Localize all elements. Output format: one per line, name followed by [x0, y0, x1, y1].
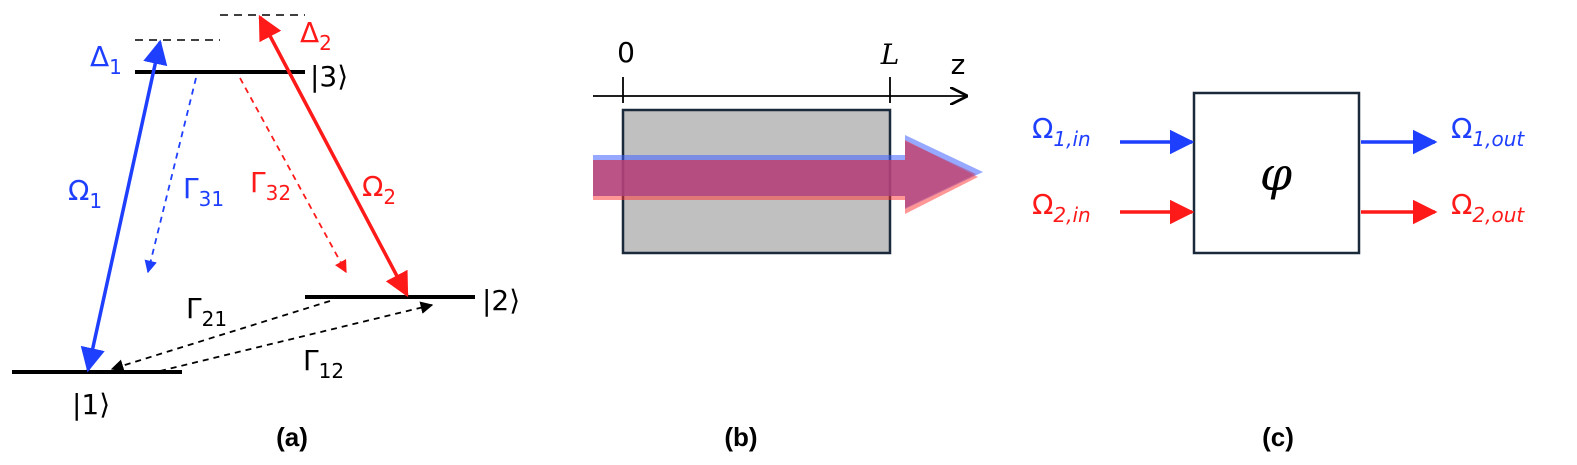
axis-L-label: L [880, 38, 900, 71]
panel-c: φ Ω1,in Ω2,in Ω1,out Ω2,out (c) [1032, 91, 1525, 452]
omega2-arrow [258, 14, 409, 298]
level-3-label: |3⟩ [310, 60, 348, 93]
delta2-label: Δ2 [300, 16, 332, 55]
axis-zero-label: 0 [617, 36, 635, 69]
axis-z-label: z [951, 48, 966, 81]
phase-symbol: φ [1260, 147, 1293, 201]
beam-core [593, 141, 976, 208]
phase-box [1192, 91, 1361, 255]
out1-label: Ω1,out [1451, 112, 1525, 151]
in1-label: Ω1,in [1032, 112, 1091, 151]
gamma21-label: Γ21 [186, 292, 227, 331]
level-2-label: |2⟩ [482, 284, 520, 317]
panel-a: Δ1 Δ2 |3⟩ |2⟩ |1⟩ Ω1 Γ31 Γ32 Ω2 Γ21 Γ12 … [12, 14, 520, 452]
in2-label: Ω2,in [1032, 188, 1091, 227]
panel-b: 0 L z (b) [593, 36, 983, 452]
gamma31-label: Γ31 [183, 172, 224, 211]
out2-label: Ω2,out [1451, 188, 1525, 227]
level-1-label: |1⟩ [72, 388, 110, 421]
gamma21-arrow [110, 300, 331, 372]
gamma12-label: Γ12 [303, 344, 344, 383]
omega2-label: Ω2 [362, 170, 396, 209]
caption-b: (b) [724, 422, 757, 452]
gamma31-arrow [144, 77, 197, 274]
gamma32-label: Γ32 [250, 166, 291, 205]
caption-a: (a) [276, 422, 308, 452]
delta1-label: Δ1 [90, 40, 122, 79]
gamma12-arrow [159, 301, 434, 372]
omega1-arrow [80, 39, 168, 373]
caption-c: (c) [1262, 422, 1294, 452]
omega1-label: Ω1 [68, 174, 102, 213]
gamma32-arrow [239, 77, 347, 274]
